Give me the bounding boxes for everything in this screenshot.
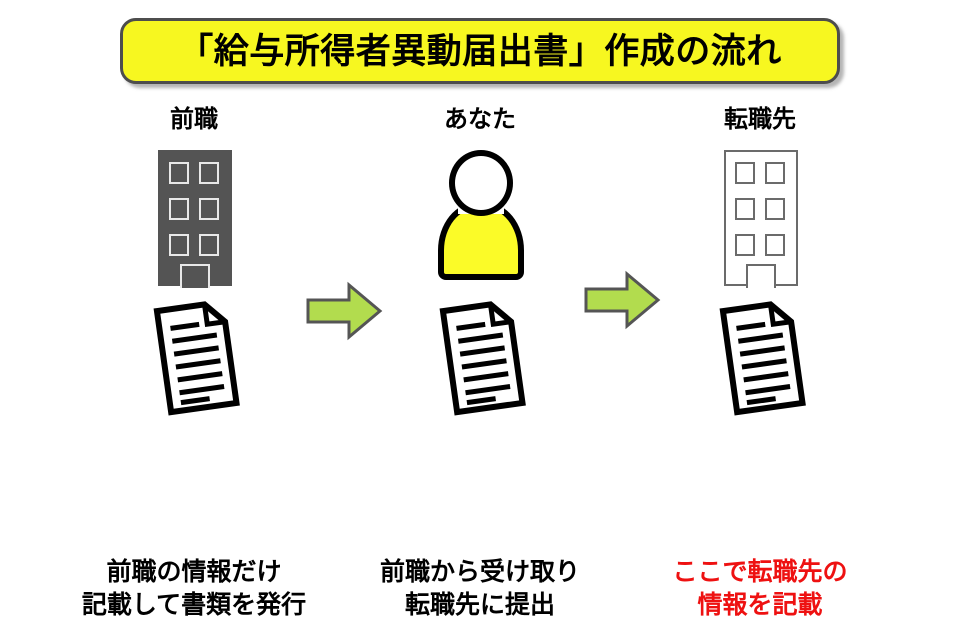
building-window	[169, 234, 189, 256]
building-window	[735, 198, 755, 220]
step-label-you: あなた	[444, 106, 516, 133]
office-building-light-icon	[724, 150, 798, 288]
building-window	[199, 162, 219, 184]
building-window	[199, 234, 219, 256]
flow-arrow-1-icon	[305, 281, 383, 341]
building-window	[765, 198, 785, 220]
step-label-new-employer: 転職先	[724, 106, 796, 133]
document-icon	[428, 296, 538, 422]
step-column-you: あなた 前職から受け取り 転職先に提出	[340, 106, 620, 619]
building-window	[735, 234, 755, 256]
building-window	[169, 198, 189, 220]
person-head	[449, 150, 513, 216]
step-column-previous-employer: 前職 前職の	[54, 106, 334, 619]
building-window	[735, 162, 755, 184]
building-window	[765, 162, 785, 184]
step-column-new-employer: 転職先 ここ	[620, 106, 900, 619]
building-window	[765, 234, 785, 256]
building-door	[180, 264, 210, 288]
step-caption-previous-employer: 前職の情報だけ 記載して書類を発行	[81, 558, 307, 619]
person-icon	[436, 150, 526, 280]
flow-arrow-2-icon	[583, 270, 661, 330]
page-title: 「給与所得者異動届出書」作成の流れ	[178, 31, 782, 71]
step-caption-new-employer: ここで転職先の 情報を記載	[672, 558, 848, 619]
step-caption-you: 前職から受け取り 転職先に提出	[379, 558, 580, 619]
building-door	[746, 264, 776, 288]
document-icon	[142, 296, 252, 422]
building-window	[169, 162, 189, 184]
step-label-previous-employer: 前職	[170, 106, 218, 133]
title-banner: 「給与所得者異動届出書」作成の流れ	[120, 18, 840, 84]
building-window	[199, 198, 219, 220]
office-building-dark-icon	[158, 150, 232, 288]
document-icon	[708, 296, 818, 422]
